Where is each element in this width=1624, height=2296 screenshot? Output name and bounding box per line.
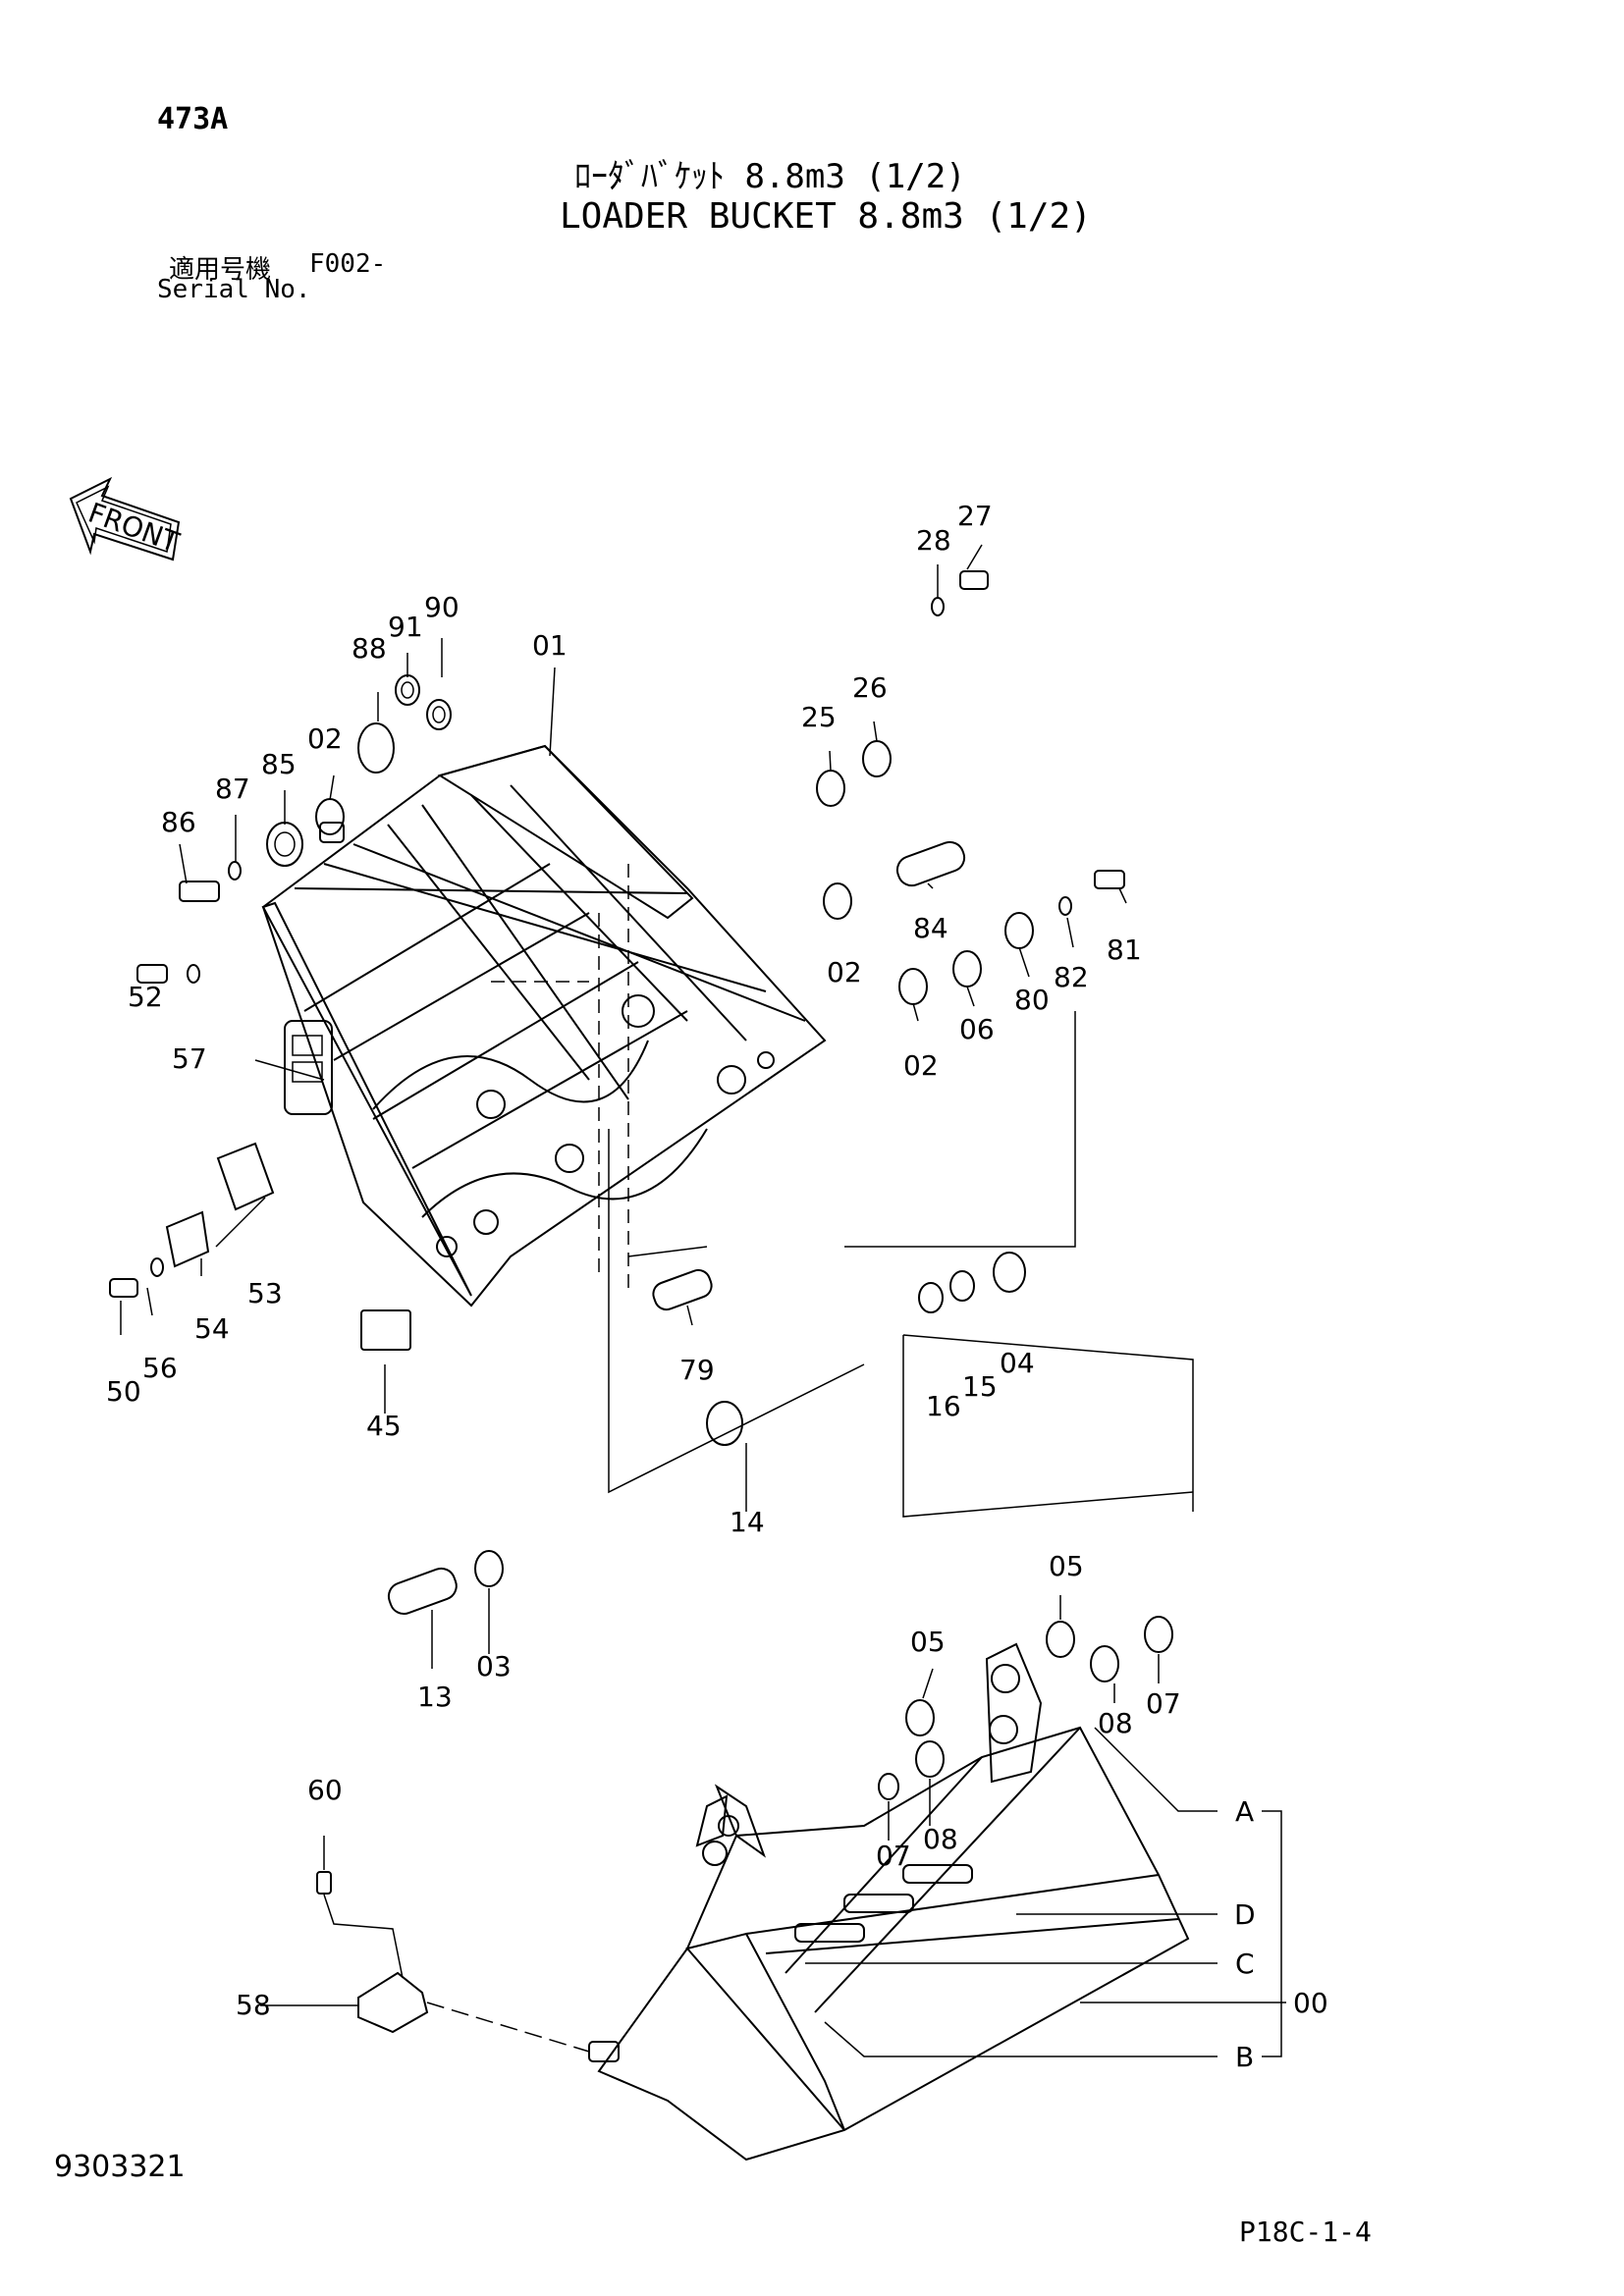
- callout-80: 80: [1014, 984, 1050, 1016]
- callout-B: B: [1235, 2041, 1254, 2073]
- callout-50: 50: [106, 1375, 141, 1408]
- callout-16: 16: [926, 1390, 961, 1422]
- callout-02-mid: 02: [827, 956, 862, 988]
- callout-01: 01: [532, 629, 568, 662]
- page-reference: P18C-1-4: [1239, 2216, 1372, 2248]
- callout-02-low: 02: [903, 1049, 939, 1082]
- callout-A: A: [1235, 1795, 1254, 1828]
- callout-08-right: 08: [1098, 1707, 1133, 1739]
- callout-79: 79: [679, 1354, 715, 1386]
- callout-45: 45: [366, 1410, 402, 1442]
- callout-28: 28: [916, 524, 951, 557]
- callout-27: 27: [957, 500, 993, 532]
- drawing-number: 9303321: [54, 2150, 186, 2184]
- callout-25: 25: [801, 701, 837, 733]
- callout-00: 00: [1293, 1987, 1328, 2019]
- serial-value: F002-: [309, 249, 387, 279]
- callout-82: 82: [1054, 961, 1089, 993]
- title-english: LOADER BUCKET 8.8m3 (1/2): [560, 196, 1092, 237]
- callout-labels: 27 28 90 91 88 01 02 85 87 86 26 25 81 8…: [106, 500, 1328, 2073]
- callout-81: 81: [1107, 934, 1142, 966]
- callout-88: 88: [352, 632, 387, 665]
- callout-53: 53: [247, 1277, 283, 1309]
- callout-14: 14: [730, 1506, 765, 1538]
- callout-C: C: [1235, 1948, 1255, 1980]
- callout-03: 03: [476, 1650, 512, 1682]
- callout-85: 85: [261, 748, 297, 780]
- callout-06: 06: [959, 1013, 995, 1045]
- callout-90: 90: [424, 591, 460, 623]
- callout-07-right: 07: [1146, 1687, 1181, 1720]
- callout-91: 91: [388, 611, 423, 643]
- loose-parts-upper: [109, 570, 1125, 1616]
- callout-57: 57: [172, 1042, 207, 1075]
- front-arrow-icon: FRONT: [69, 476, 185, 561]
- callout-07-left: 07: [876, 1840, 911, 1872]
- boom-frame-assembly: [261, 744, 827, 1308]
- callout-56: 56: [142, 1352, 178, 1384]
- callout-D: D: [1234, 1898, 1256, 1931]
- callout-54: 54: [194, 1312, 230, 1345]
- callout-02-top: 02: [307, 722, 343, 755]
- callout-15: 15: [962, 1370, 998, 1403]
- callout-08-left: 08: [923, 1823, 958, 1855]
- serial-label-english: Serial No.: [157, 275, 311, 304]
- bucket-assembly: [316, 1616, 1190, 2162]
- leader-lines: [120, 544, 1286, 2057]
- title-japanese: ﾛｰﾀﾞﾊﾞｹｯﾄ 8.8m3 (1/2): [574, 157, 966, 196]
- front-label: FRONT: [84, 497, 185, 560]
- callout-05-right: 05: [1049, 1550, 1084, 1582]
- callout-05-left: 05: [910, 1626, 946, 1658]
- callout-13: 13: [417, 1681, 453, 1713]
- callout-26: 26: [852, 671, 888, 704]
- callout-58: 58: [236, 1989, 271, 2021]
- callout-86: 86: [161, 806, 196, 838]
- page-number: 473A: [157, 102, 229, 136]
- callout-60: 60: [307, 1774, 343, 1806]
- callout-52: 52: [128, 981, 163, 1013]
- callout-84: 84: [913, 912, 948, 944]
- serial-label-japanese: 適用号機: [169, 255, 272, 285]
- callout-87: 87: [215, 773, 250, 805]
- callout-04: 04: [1000, 1347, 1035, 1379]
